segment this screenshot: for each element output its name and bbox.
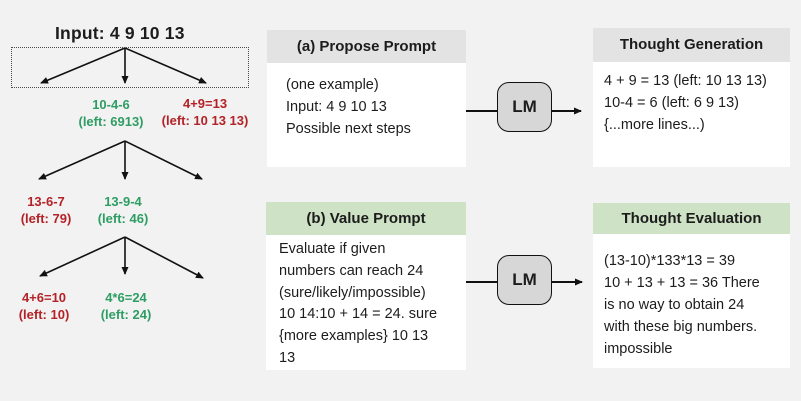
lm-box-value: LM [497,255,552,305]
propose-prompt-body: (one example) Input: 4 9 10 13 Possible … [286,77,411,137]
thought-evaluation-panel: Thought Evaluation (13-10)*133*13 = 39 1… [593,203,790,368]
tree-node: 4*6=24 (left: 24) [100,290,152,322]
tree-node: 13-6-7 (left: 79) [20,194,72,226]
lm-label: LM [512,270,537,289]
thought-evaluation-title: Thought Evaluation [593,203,790,234]
propose-prompt-panel: (a) Propose Prompt (one example) Input: … [267,30,466,167]
thought-generation-body: 4 + 9 = 13 (left: 10 13 13) 10-4 = 6 (le… [604,73,767,133]
tree-node: 4+9=13 (left: 10 13 13) [161,96,249,128]
value-prompt-body: Evaluate if given numbers can reach 24 (… [279,241,438,366]
tree-node: 10-4-6 (left: 6913) [78,97,144,129]
tree-node: 4+6=10 (left: 10) [18,290,70,322]
root-expansion-dotted-box [11,47,249,88]
tree-input-label: Input: 4 9 10 13 [55,23,185,43]
propose-prompt-title: (a) Propose Prompt [267,30,466,63]
value-prompt-panel: (b) Value Prompt Evaluate if given numbe… [266,202,466,370]
lm-label: LM [512,97,537,116]
thought-generation-panel: Thought Generation 4 + 9 = 13 (left: 10 … [593,28,790,167]
thought-generation-title: Thought Generation [593,28,790,62]
tree-fan-level2 [38,140,203,180]
thought-evaluation-body: (13-10)*133*13 = 39 10 + 13 + 13 = 36 Th… [604,253,760,357]
tree-fan-level1 [40,47,207,84]
value-prompt-title: (b) Value Prompt [266,202,466,235]
lm-box-propose: LM [497,82,552,132]
tree-fan-level3 [39,236,204,279]
tree-node: 13-9-4 (left: 46) [97,194,149,226]
